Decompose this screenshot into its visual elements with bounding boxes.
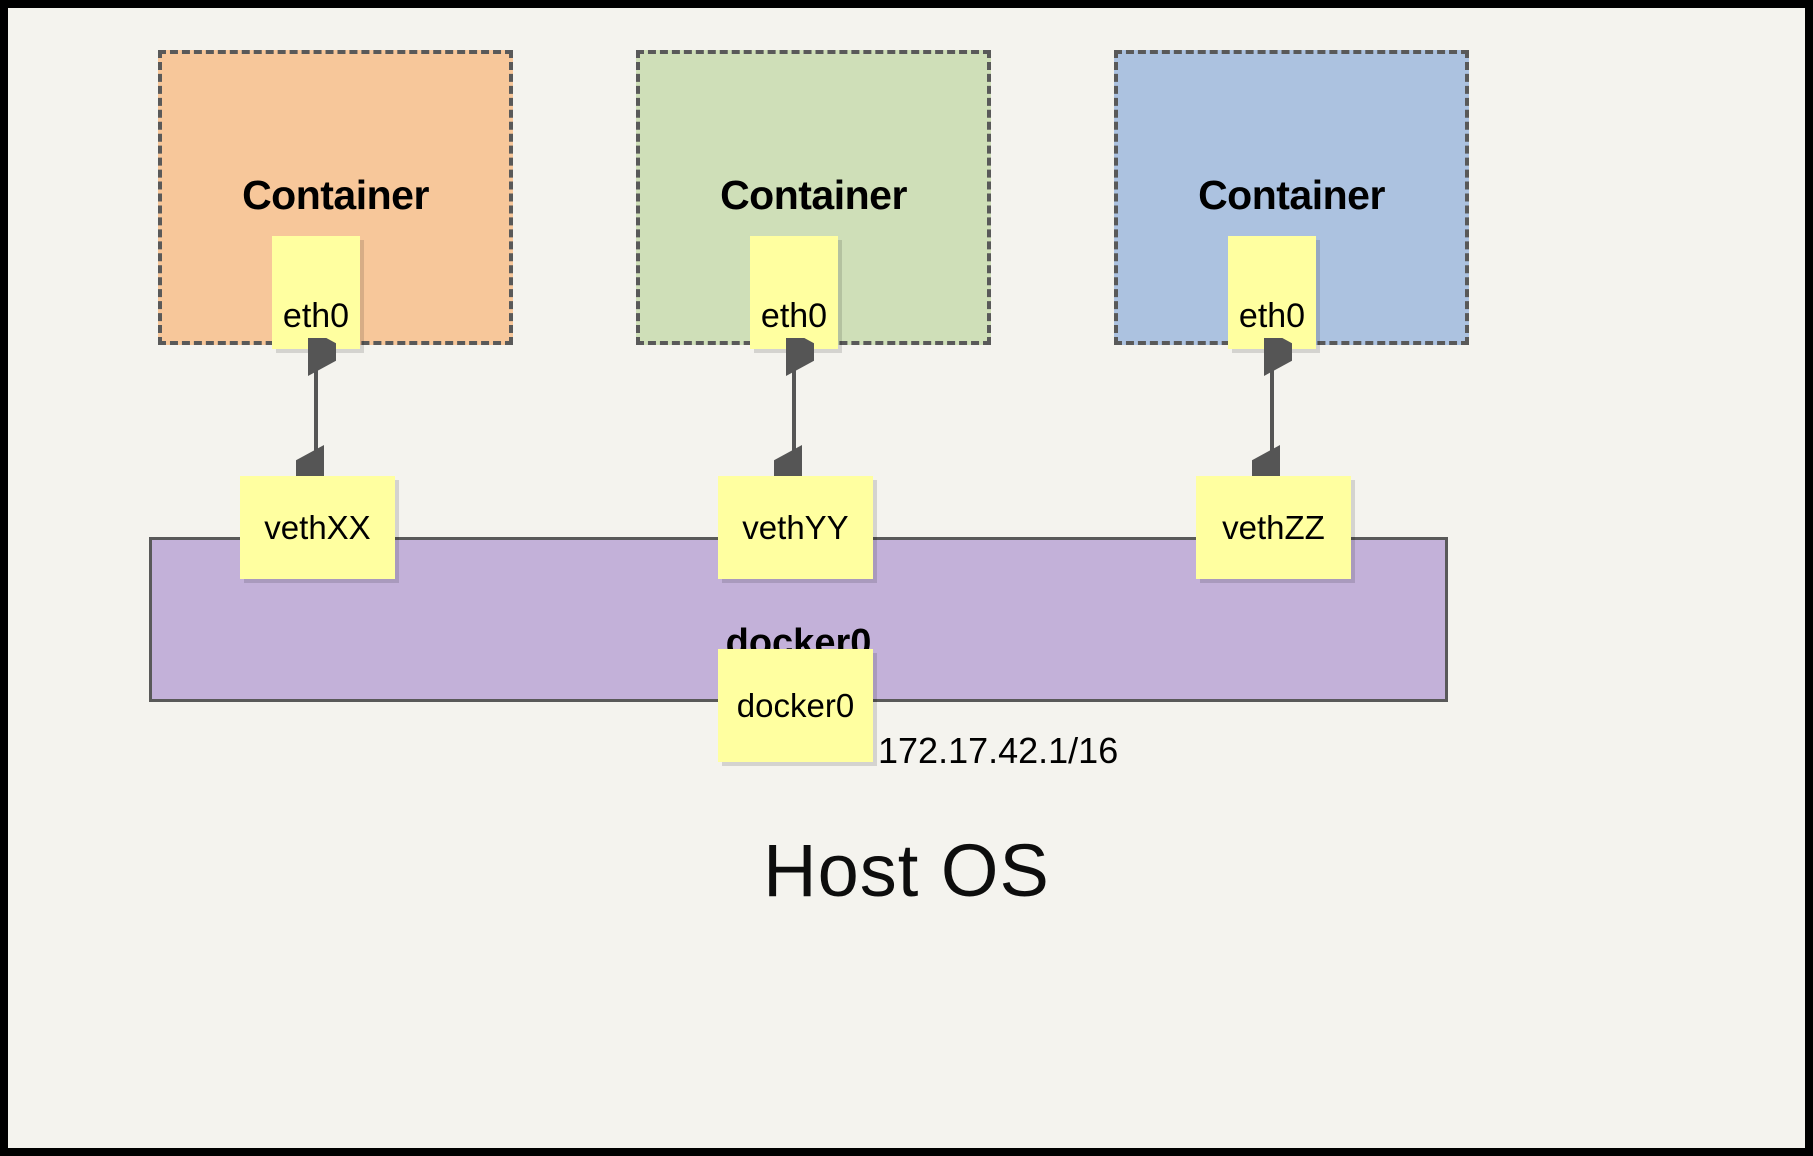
veth-label-3: vethZZ bbox=[1222, 509, 1325, 546]
docker0-tag-label: docker0 bbox=[736, 687, 855, 724]
link-arrow-1 bbox=[296, 338, 336, 483]
docker0-interface-tag: docker0 bbox=[718, 649, 873, 762]
container-title-3: Container bbox=[1198, 172, 1385, 218]
eth0-interface-3: eth0 bbox=[1228, 236, 1316, 349]
container-title-1: Container bbox=[242, 172, 429, 218]
eth0-label-1: eth0 bbox=[282, 296, 350, 335]
veth-endpoint-2: vethYY bbox=[718, 476, 873, 579]
host-os-label: Host OS bbox=[763, 829, 1050, 912]
eth0-interface-1: eth0 bbox=[272, 236, 360, 349]
veth-endpoint-3: vethZZ bbox=[1196, 476, 1351, 579]
link-arrow-2 bbox=[774, 338, 814, 483]
eth0-label-3: eth0 bbox=[1238, 296, 1306, 335]
veth-endpoint-1: vethXX bbox=[240, 476, 395, 579]
link-arrow-3 bbox=[1252, 338, 1292, 483]
diagram-page: Container eth0 Container eth0 Container … bbox=[8, 8, 1805, 1148]
eth0-interface-2: eth0 bbox=[750, 236, 838, 349]
veth-label-1: vethXX bbox=[264, 509, 371, 546]
veth-label-2: vethYY bbox=[742, 509, 849, 546]
eth0-label-2: eth0 bbox=[760, 296, 828, 335]
container-title-2: Container bbox=[720, 172, 907, 218]
docker0-ip-address: 172.17.42.1/16 bbox=[878, 730, 1119, 771]
